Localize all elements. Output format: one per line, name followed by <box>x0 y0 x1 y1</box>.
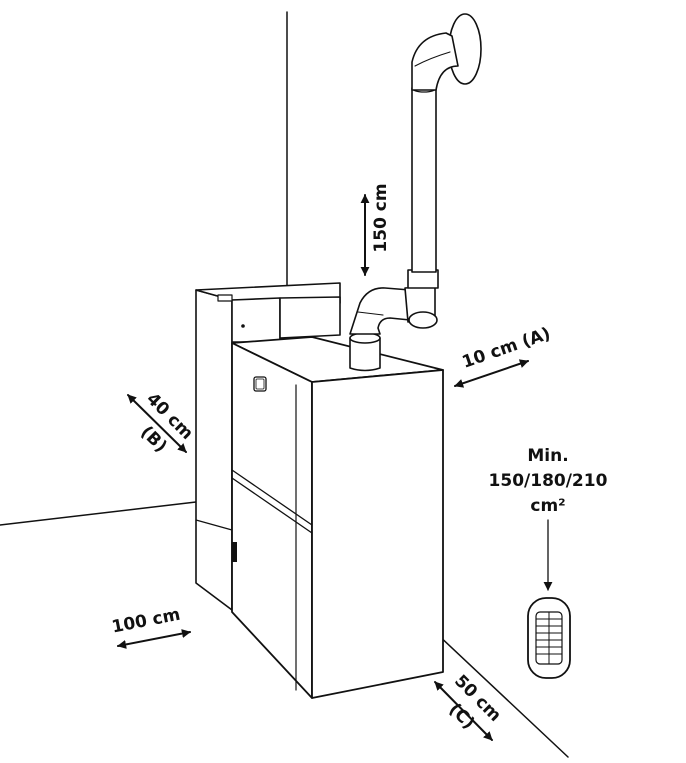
elbow-seam <box>357 311 384 316</box>
boiler-front-face <box>311 369 444 699</box>
flue-rise-label: 150 cm <box>371 183 391 252</box>
floor-wall-line-left <box>0 501 197 526</box>
rear-clearance-label: 10 cm (A) <box>460 324 553 373</box>
hopper-left-face <box>195 289 233 611</box>
vent-values-label: 150/180/210 <box>489 471 608 491</box>
floor-wall-line-right <box>434 631 569 758</box>
front-clearance-label: 100 cm <box>110 605 182 638</box>
hopper-screw <box>241 324 245 328</box>
air-vent <box>527 597 571 679</box>
door-handle <box>232 542 237 562</box>
boiler <box>195 282 444 699</box>
side-clearance-code: (B) <box>136 422 170 456</box>
flue-tee-cap <box>408 311 438 329</box>
flue-vertical-pipe <box>411 87 437 273</box>
vent-slats <box>535 611 563 665</box>
flue-pipe <box>349 13 482 335</box>
room-walls <box>0 11 569 758</box>
hopper-seam <box>195 519 233 531</box>
upper-elbow-seam <box>414 51 451 67</box>
flue-upper-elbow <box>411 32 459 91</box>
flue-lower-elbow <box>349 287 411 335</box>
vent-min-label: Min. <box>527 446 568 466</box>
side-clearance-arrow <box>127 394 187 453</box>
front-clearance-arrow <box>117 629 191 649</box>
vent-unit-label: cm² <box>530 496 565 516</box>
rear-clearance-arrow <box>454 359 529 388</box>
hopper-front-block <box>231 297 281 343</box>
hopper-lid-handle <box>217 294 233 302</box>
flue-outlet-stub <box>349 338 381 372</box>
boiler-door-seam-lower <box>231 477 313 534</box>
right-clearance-arrow <box>434 681 493 741</box>
hopper-top-block <box>279 296 341 339</box>
control-panel-inner <box>255 378 265 390</box>
boiler-door-seam-upper <box>231 469 313 526</box>
boiler-left-face <box>231 342 313 699</box>
dimension-arrows <box>117 194 553 741</box>
